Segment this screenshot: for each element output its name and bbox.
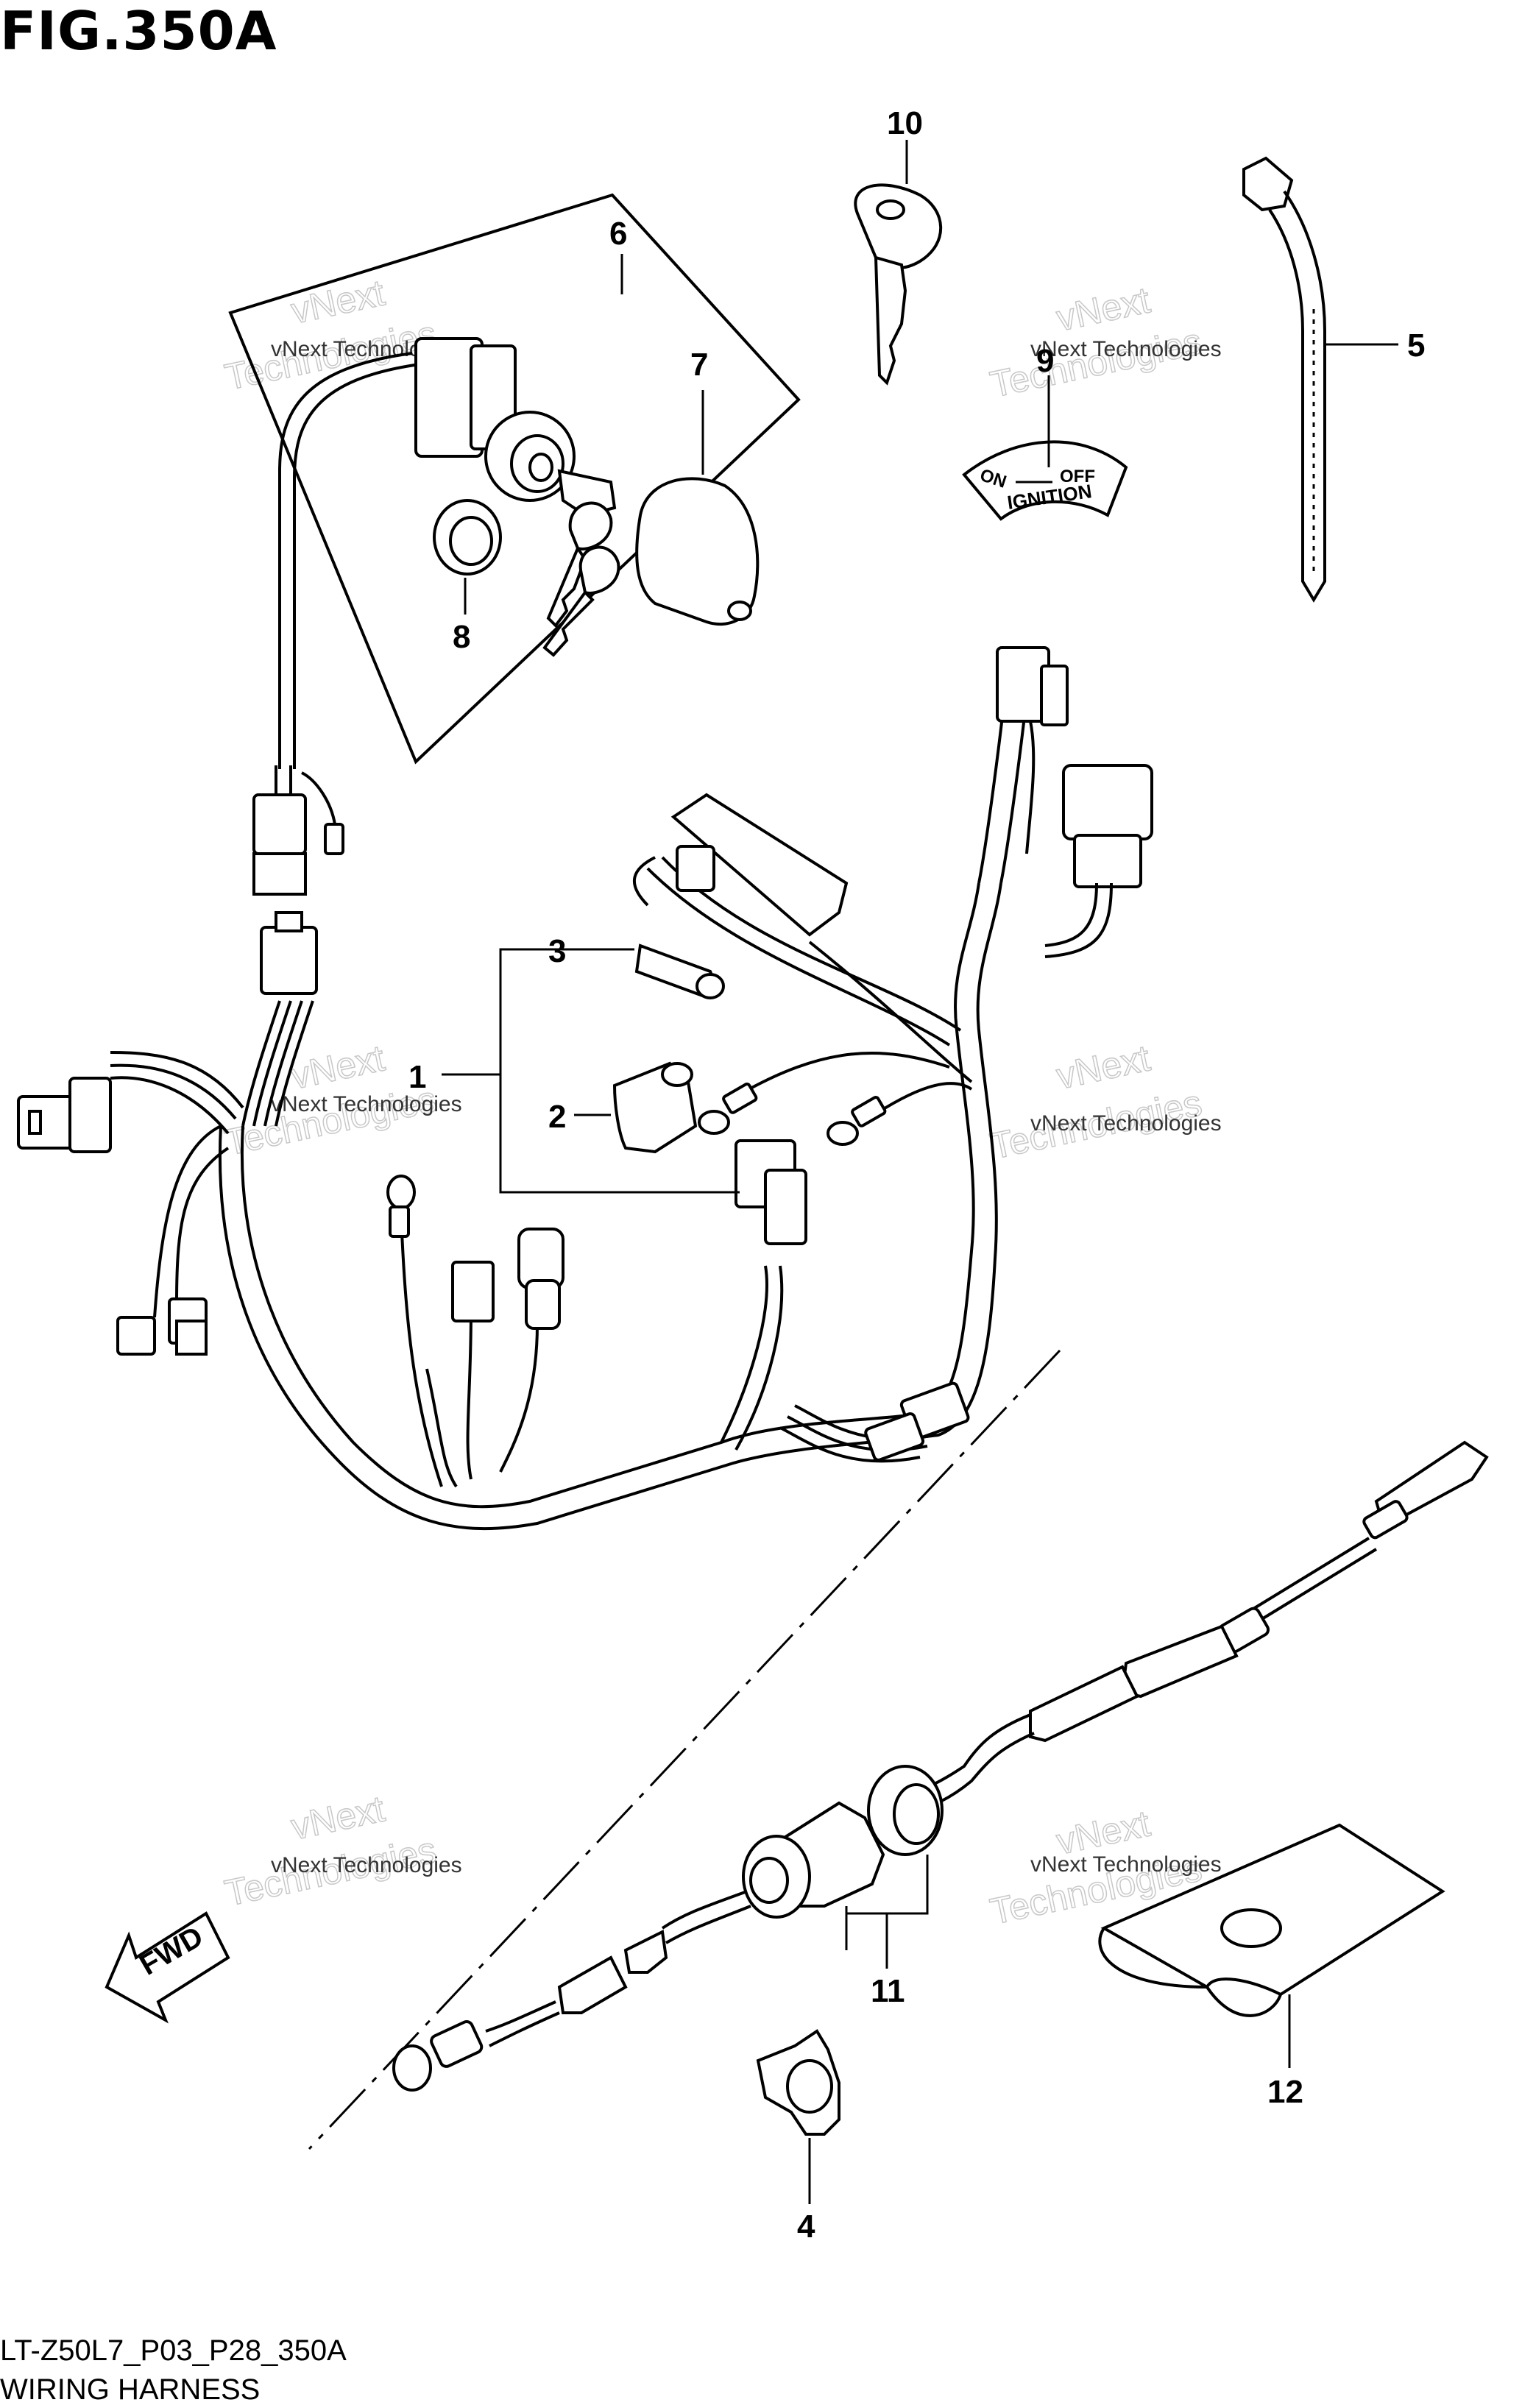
sensor-cable	[392, 1440, 1489, 2092]
callout-9: 9	[1036, 343, 1054, 379]
forward-arrow: FWD	[105, 1911, 230, 2024]
switch-cover	[635, 477, 760, 626]
callout-12: 12	[1267, 2074, 1303, 2110]
harness-clamp	[756, 2029, 840, 2136]
svg-text:vNext: vNext	[1053, 279, 1154, 339]
watermark: Technologies vNext vNext Technologies	[221, 1788, 462, 1915]
figure-code: LT-Z50L7_P03_P28_350A	[0, 2334, 347, 2367]
callout-8: 8	[453, 619, 470, 655]
figure-title: FIG.350A	[0, 0, 277, 62]
callout-11: 11	[871, 1973, 905, 2009]
svg-text:Technologies: Technologies	[987, 320, 1206, 405]
watermark: Technologies vNext vNext Technologies	[986, 279, 1222, 406]
callout-bracket-11	[845, 1855, 929, 1950]
svg-text:vNext: vNext	[288, 1037, 389, 1097]
svg-text:vNext Technologies: vNext Technologies	[271, 1853, 462, 1877]
lock-nut	[433, 499, 502, 576]
label-off: OFF	[1060, 467, 1095, 486]
watermark: Technologies vNext vNext Technologies	[986, 1037, 1222, 1168]
ignition-switch-kit-box	[228, 193, 801, 765]
callout-4: 4	[797, 2209, 815, 2245]
callout-3: 3	[548, 933, 566, 969]
callout-7: 7	[690, 347, 708, 383]
protective-sheet	[1098, 1823, 1445, 2017]
callout-2: 2	[548, 1099, 566, 1135]
diagonal-divider	[308, 1349, 1061, 2150]
watermark: Technologies vNext vNext Technologies	[221, 1037, 462, 1164]
cable-tie	[1242, 156, 1326, 603]
figure-name: WIRING HARNESS	[0, 2373, 261, 2406]
svg-text:vNext Technologies: vNext Technologies	[1030, 1111, 1222, 1136]
svg-text:vNext: vNext	[288, 1788, 389, 1847]
svg-text:vNext Technologies: vNext Technologies	[1030, 337, 1222, 361]
callout-1: 1	[408, 1059, 426, 1095]
callout-10: 10	[887, 105, 923, 141]
callout-5: 5	[1407, 327, 1425, 364]
ignition-key	[854, 183, 943, 386]
fuse	[634, 943, 725, 999]
harness-connectors	[17, 646, 1153, 1462]
callout-bracket-1	[499, 948, 740, 1194]
key-pair	[542, 501, 620, 657]
svg-text:vNext: vNext	[1053, 1037, 1154, 1097]
ignition-label-plate: ON OFF IGNITION	[962, 440, 1128, 521]
callout-6: 6	[609, 216, 627, 252]
ignition-switch	[277, 337, 617, 770]
main-harness	[110, 662, 1032, 1531]
svg-text:vNext Technologies: vNext Technologies	[1030, 1852, 1222, 1877]
svg-text:vNext Technologies: vNext Technologies	[271, 1092, 462, 1116]
